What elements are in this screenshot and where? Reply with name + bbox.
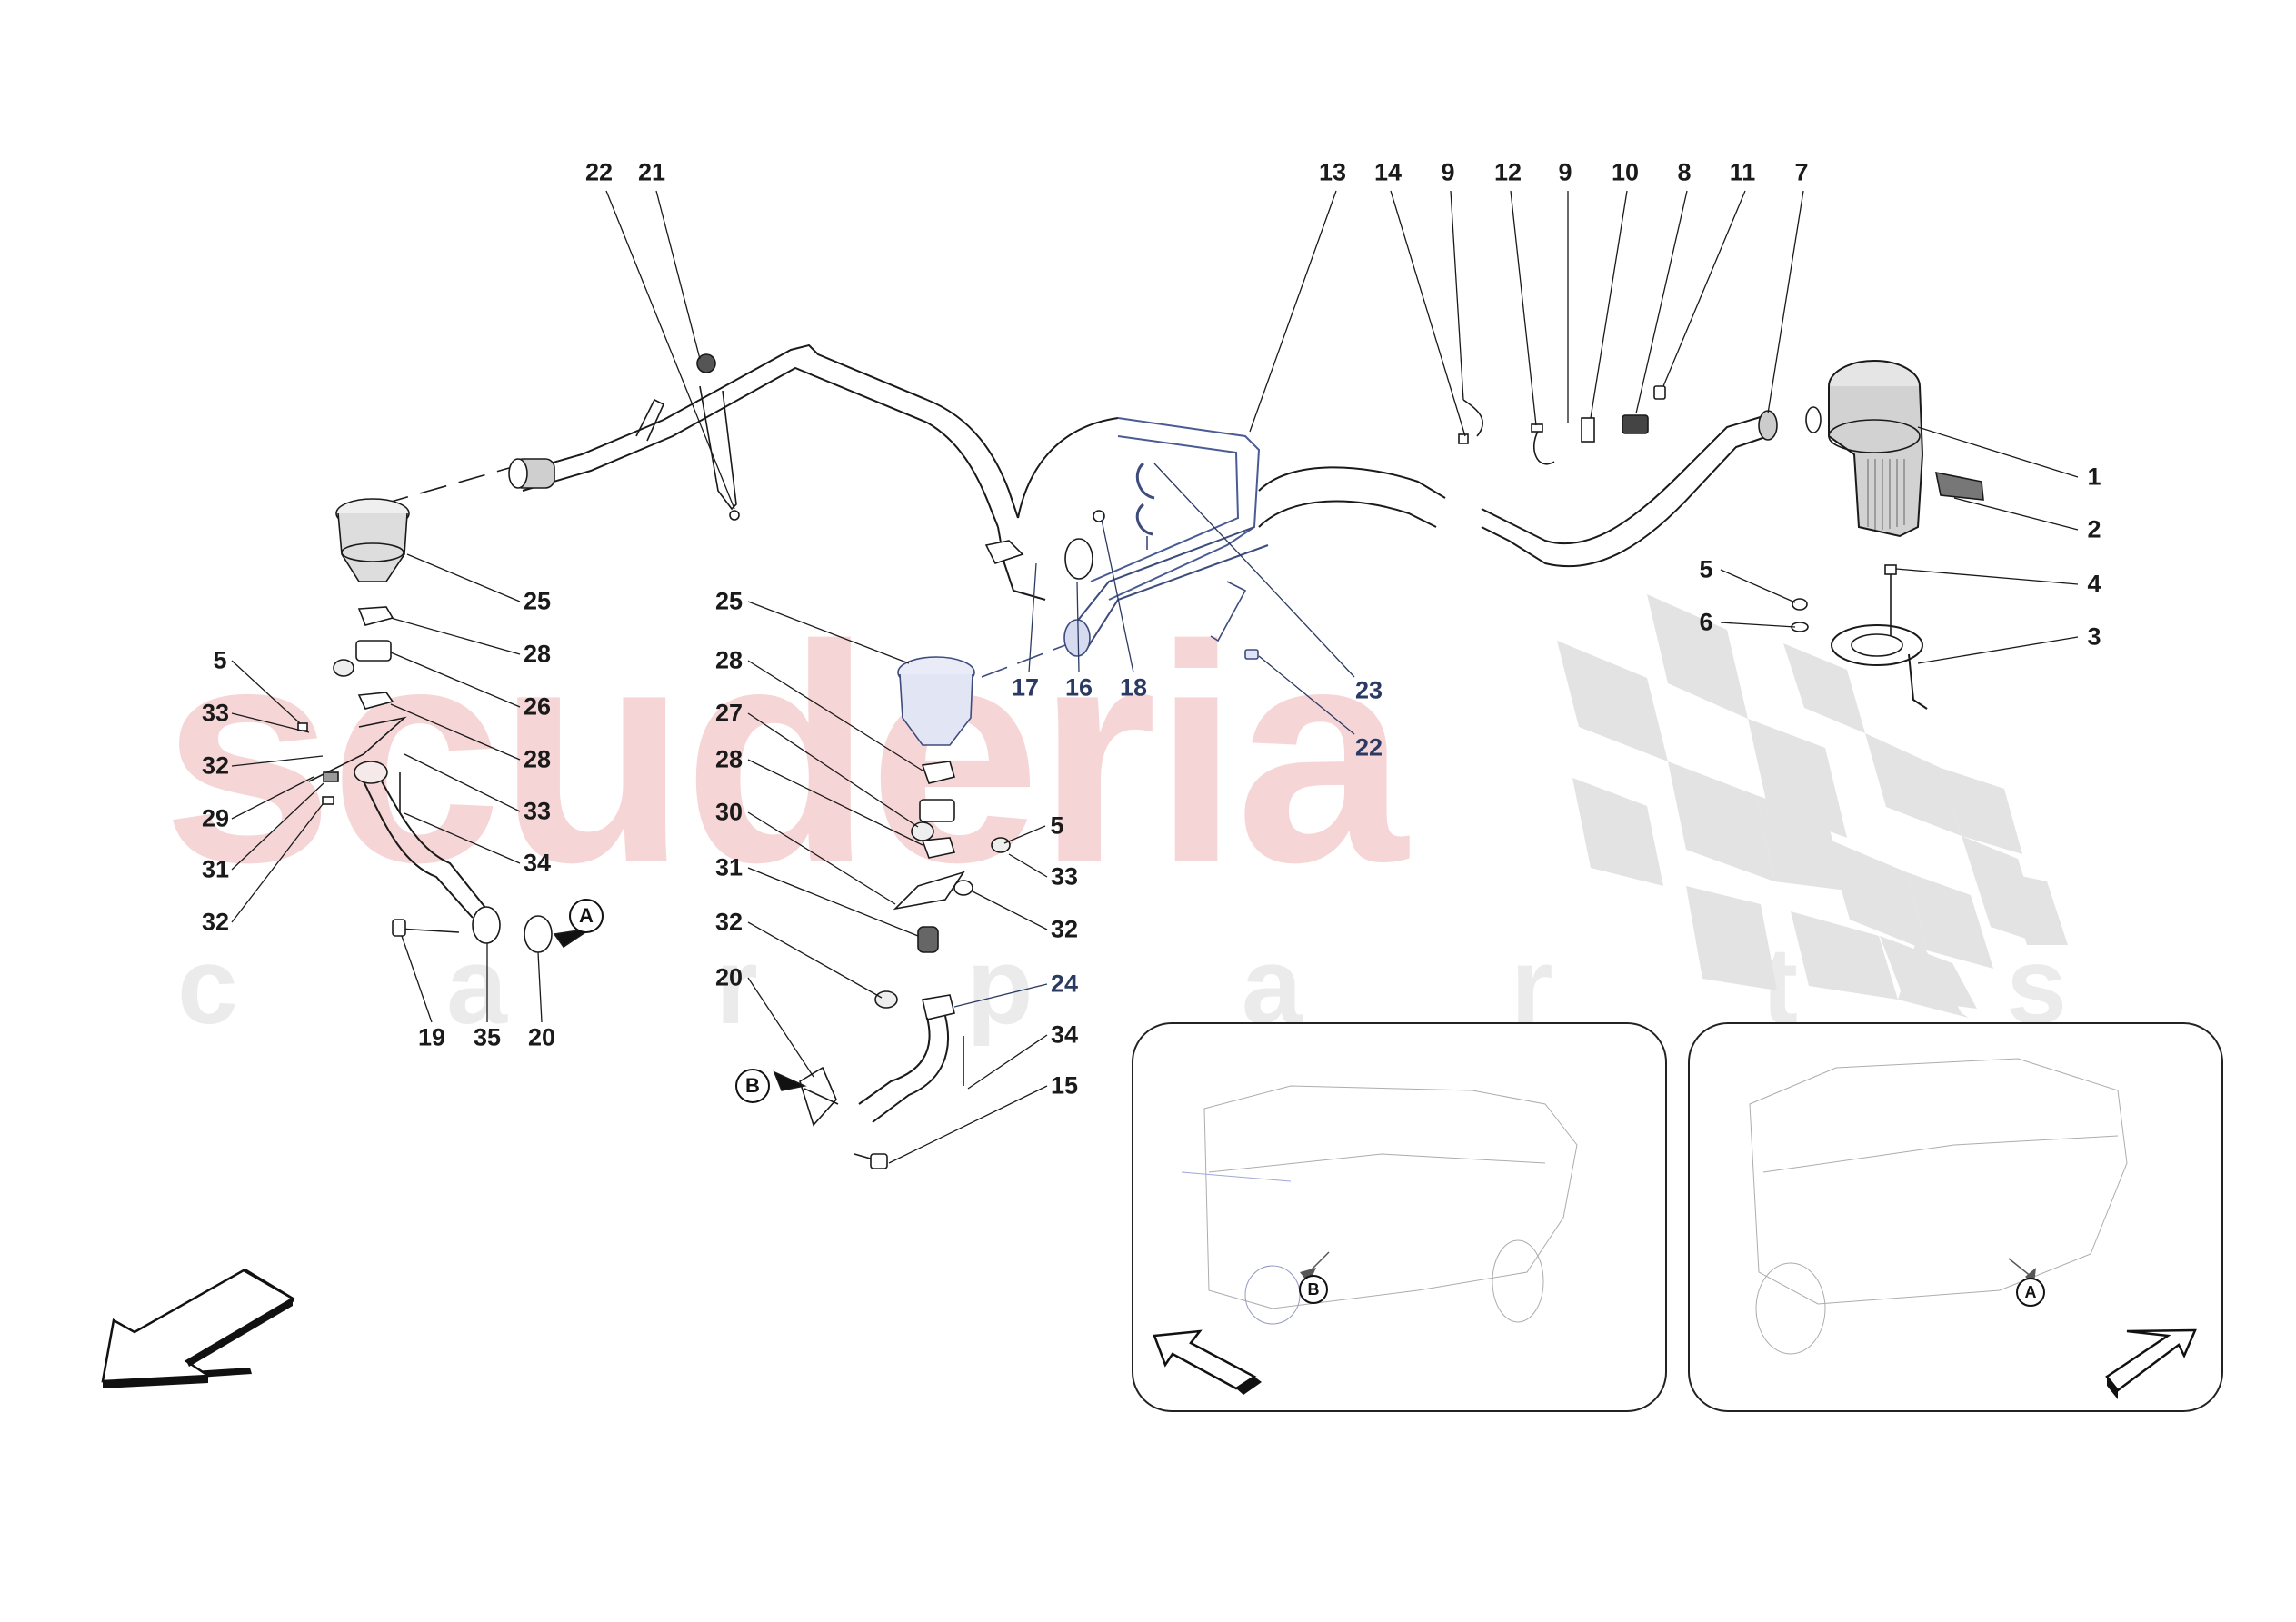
part-label[interactable]: 21 <box>637 158 666 186</box>
part-label[interactable]: 7 <box>1794 158 1809 186</box>
part-label[interactable]: 6 <box>1699 608 1713 636</box>
part-label[interactable]: 30 <box>714 798 744 826</box>
part-label-highlighted[interactable]: 17 <box>1011 673 1040 702</box>
part-label[interactable]: 1 <box>2087 463 2101 491</box>
part-label[interactable]: 25 <box>714 587 744 615</box>
part-label[interactable]: 4 <box>2087 570 2101 598</box>
part-label[interactable]: 28 <box>523 640 552 668</box>
part-label[interactable]: 31 <box>201 855 230 883</box>
callout-a: A <box>569 899 604 933</box>
inset-a-callout: A <box>2016 1278 2045 1307</box>
callout-b: B <box>735 1069 770 1103</box>
part-label-highlighted[interactable]: 16 <box>1064 673 1093 702</box>
direction-arrow-large <box>101 1269 295 1388</box>
part-label[interactable]: 33 <box>523 797 552 825</box>
part-label[interactable]: 2 <box>2087 515 2101 543</box>
part-label[interactable]: 28 <box>714 745 744 773</box>
part-label[interactable]: 22 <box>584 158 614 186</box>
part-label[interactable]: 28 <box>714 646 744 674</box>
part-label[interactable]: 34 <box>1050 1020 1079 1049</box>
part-label[interactable]: 19 <box>417 1023 446 1051</box>
part-label[interactable]: 26 <box>523 692 552 721</box>
part-label[interactable]: 12 <box>1493 158 1522 186</box>
part-label[interactable]: 34 <box>523 849 552 877</box>
inset-a-view-arrow <box>2105 1328 2197 1399</box>
inset-b-callout: B <box>1299 1275 1328 1304</box>
part-label[interactable]: 5 <box>1699 555 1713 583</box>
part-label[interactable]: 10 <box>1611 158 1640 186</box>
part-label[interactable]: 31 <box>714 853 744 881</box>
part-label-highlighted[interactable]: 22 <box>1354 733 1383 761</box>
part-label[interactable]: 15 <box>1050 1071 1079 1100</box>
part-label-highlighted[interactable]: 18 <box>1119 673 1148 702</box>
part-label[interactable]: 13 <box>1318 158 1347 186</box>
checkered-flag-watermark <box>1557 594 2068 1018</box>
part-label[interactable]: 5 <box>1050 811 1064 840</box>
part-label[interactable]: 32 <box>201 751 230 780</box>
part-label[interactable]: 20 <box>527 1023 556 1051</box>
part-label[interactable]: 32 <box>714 908 744 936</box>
part-label-highlighted[interactable]: 24 <box>1050 970 1079 998</box>
part-label[interactable]: 9 <box>1441 158 1455 186</box>
view-a-inset <box>1688 1022 2223 1412</box>
part-label-highlighted[interactable]: 23 <box>1354 676 1383 704</box>
part-label[interactable]: 5 <box>213 646 227 674</box>
part-label[interactable]: 20 <box>714 963 744 991</box>
part-label[interactable]: 32 <box>201 908 230 936</box>
view-b-inset <box>1132 1022 1667 1412</box>
part-label[interactable]: 32 <box>1050 915 1079 943</box>
part-label[interactable]: 3 <box>2087 622 2101 651</box>
part-label[interactable]: 25 <box>523 587 552 615</box>
part-label[interactable]: 14 <box>1373 158 1403 186</box>
part-label[interactable]: 29 <box>201 804 230 832</box>
part-label[interactable]: 28 <box>523 745 552 773</box>
part-label[interactable]: 8 <box>1677 158 1692 186</box>
part-label[interactable]: 11 <box>1729 158 1756 186</box>
part-label[interactable]: 35 <box>473 1023 502 1051</box>
inset-b-view-arrow <box>1153 1329 1262 1395</box>
part-label[interactable]: 27 <box>714 699 744 727</box>
part-label[interactable]: 9 <box>1558 158 1572 186</box>
part-label[interactable]: 33 <box>201 699 230 727</box>
part-label[interactable]: 33 <box>1050 862 1079 891</box>
